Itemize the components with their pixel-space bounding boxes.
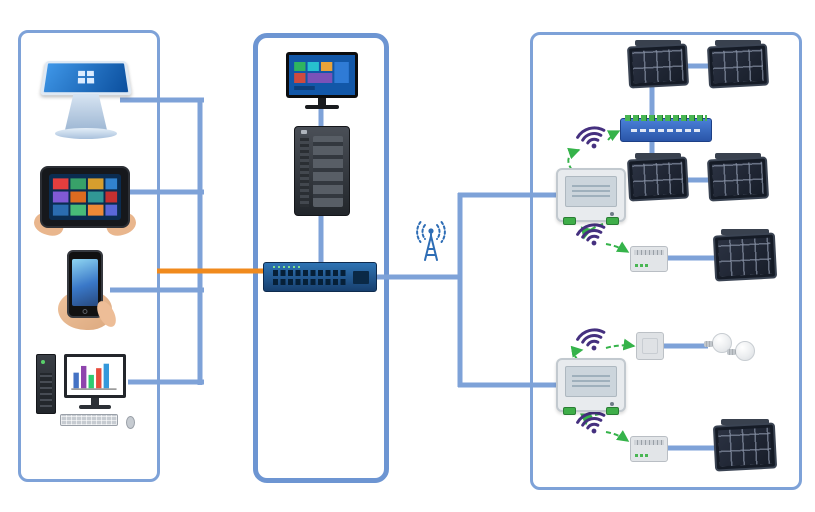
- floodlight-led-grid: [632, 161, 684, 197]
- monitor-screen: [289, 55, 355, 95]
- kiosk-screen: [40, 60, 132, 96]
- pc-monitor-base: [79, 405, 111, 409]
- din-terminal-blocks: [625, 115, 707, 121]
- gateway-terminal-right: [606, 217, 619, 225]
- floodlight-bracket: [635, 153, 681, 159]
- phone-screen: [72, 259, 98, 306]
- led-driver-module-1: [630, 246, 668, 272]
- floodlight-led-grid: [712, 48, 764, 84]
- desktop-computer: [34, 350, 140, 436]
- floodlight-bracket: [635, 40, 681, 46]
- pc-keyboard: [60, 414, 118, 426]
- wireless-wifi3-wall: [605, 338, 636, 351]
- gateway-screen: [565, 176, 617, 207]
- wifi-icon-1: [576, 126, 606, 149]
- server-badge: [301, 130, 307, 134]
- touch-kiosk: [38, 58, 134, 144]
- client-devices-panel: [18, 30, 160, 482]
- gateway-screen: [565, 366, 617, 397]
- tablet-app-grid: [49, 174, 121, 220]
- gateway-led: [610, 402, 614, 406]
- wifi-icon-4: [576, 411, 606, 434]
- floodlight-body: [712, 422, 778, 472]
- din-rail-controller: [620, 115, 712, 142]
- phone-home-button: [82, 309, 88, 314]
- floodlight-body: [712, 232, 778, 282]
- display-monitor: [286, 52, 358, 110]
- ethernet-switch: [263, 262, 377, 292]
- floodlight-body: [706, 43, 770, 89]
- din-label-text: [631, 129, 701, 132]
- led-driver-module-2: [630, 436, 668, 462]
- floodlight-led-grid: [718, 237, 772, 277]
- light-bulb: [704, 333, 732, 353]
- floodlight-led-grid: [712, 161, 764, 197]
- wifi-icon-2: [576, 223, 606, 246]
- pc-mouse: [126, 416, 135, 429]
- light-bulb-pair: [704, 332, 760, 368]
- floodlight-bracket: [715, 153, 761, 159]
- tablet-device: [31, 166, 139, 240]
- wireless-antenna-icon: [416, 221, 446, 261]
- monitor-bezel: [286, 52, 358, 98]
- gateway-led: [610, 212, 614, 216]
- gateway-terminal-right: [606, 407, 619, 415]
- server-vent: [300, 136, 309, 207]
- pc-tower: [36, 354, 56, 414]
- monitor-stand: [318, 98, 326, 105]
- control-center-panel: [253, 33, 389, 483]
- floodlight-body: [626, 43, 690, 89]
- led-floodlight-d: [706, 153, 770, 202]
- monitor-base: [305, 105, 339, 109]
- gateway-terminal-left: [563, 217, 576, 225]
- floodlight-led-grid: [632, 48, 684, 84]
- kiosk-pedestal: [65, 94, 107, 130]
- light-bulb: [727, 341, 755, 361]
- wireless-wifi4-module2: [605, 430, 630, 442]
- smart-gateway-2: [556, 358, 626, 415]
- wireless-wifi2-module1: [605, 241, 630, 253]
- wireless-wifi1-din: [606, 130, 621, 142]
- tablet-screen: [49, 174, 121, 220]
- led-floodlight-e: [712, 229, 778, 282]
- pc-screen-chart: [67, 357, 123, 395]
- floodlight-bracket: [721, 419, 769, 425]
- floodlight-body: [626, 156, 690, 202]
- smartphone: [56, 248, 120, 334]
- led-floodlight-a: [626, 40, 690, 89]
- switch-led-row: [273, 266, 303, 268]
- tower-server: [294, 126, 350, 216]
- floodlight-bracket: [721, 229, 769, 235]
- kiosk-base: [55, 128, 117, 139]
- wifi-icon-3: [576, 328, 606, 351]
- gateway-terminal-left: [563, 407, 576, 415]
- led-floodlight-f: [712, 419, 778, 472]
- phone-body: [67, 250, 103, 318]
- tablet-body: [40, 166, 130, 228]
- switch-uplink-ports: [353, 271, 369, 284]
- floodlight-body: [706, 156, 770, 202]
- pc-monitor-stand: [91, 398, 99, 405]
- floodlight-led-grid: [718, 427, 772, 467]
- server-drive-bays: [313, 136, 343, 207]
- pc-monitor: [64, 354, 126, 398]
- wall-relay-module: [636, 332, 664, 360]
- led-floodlight-c: [626, 153, 690, 202]
- switch-port-rows: [273, 270, 348, 285]
- windows-logo-icon: [77, 70, 95, 84]
- wireless-gateway1-wifi1: [567, 147, 581, 171]
- field-devices-panel: [530, 32, 802, 490]
- smart-gateway-1: [556, 168, 626, 225]
- floodlight-bracket: [715, 40, 761, 46]
- led-floodlight-b: [706, 40, 770, 89]
